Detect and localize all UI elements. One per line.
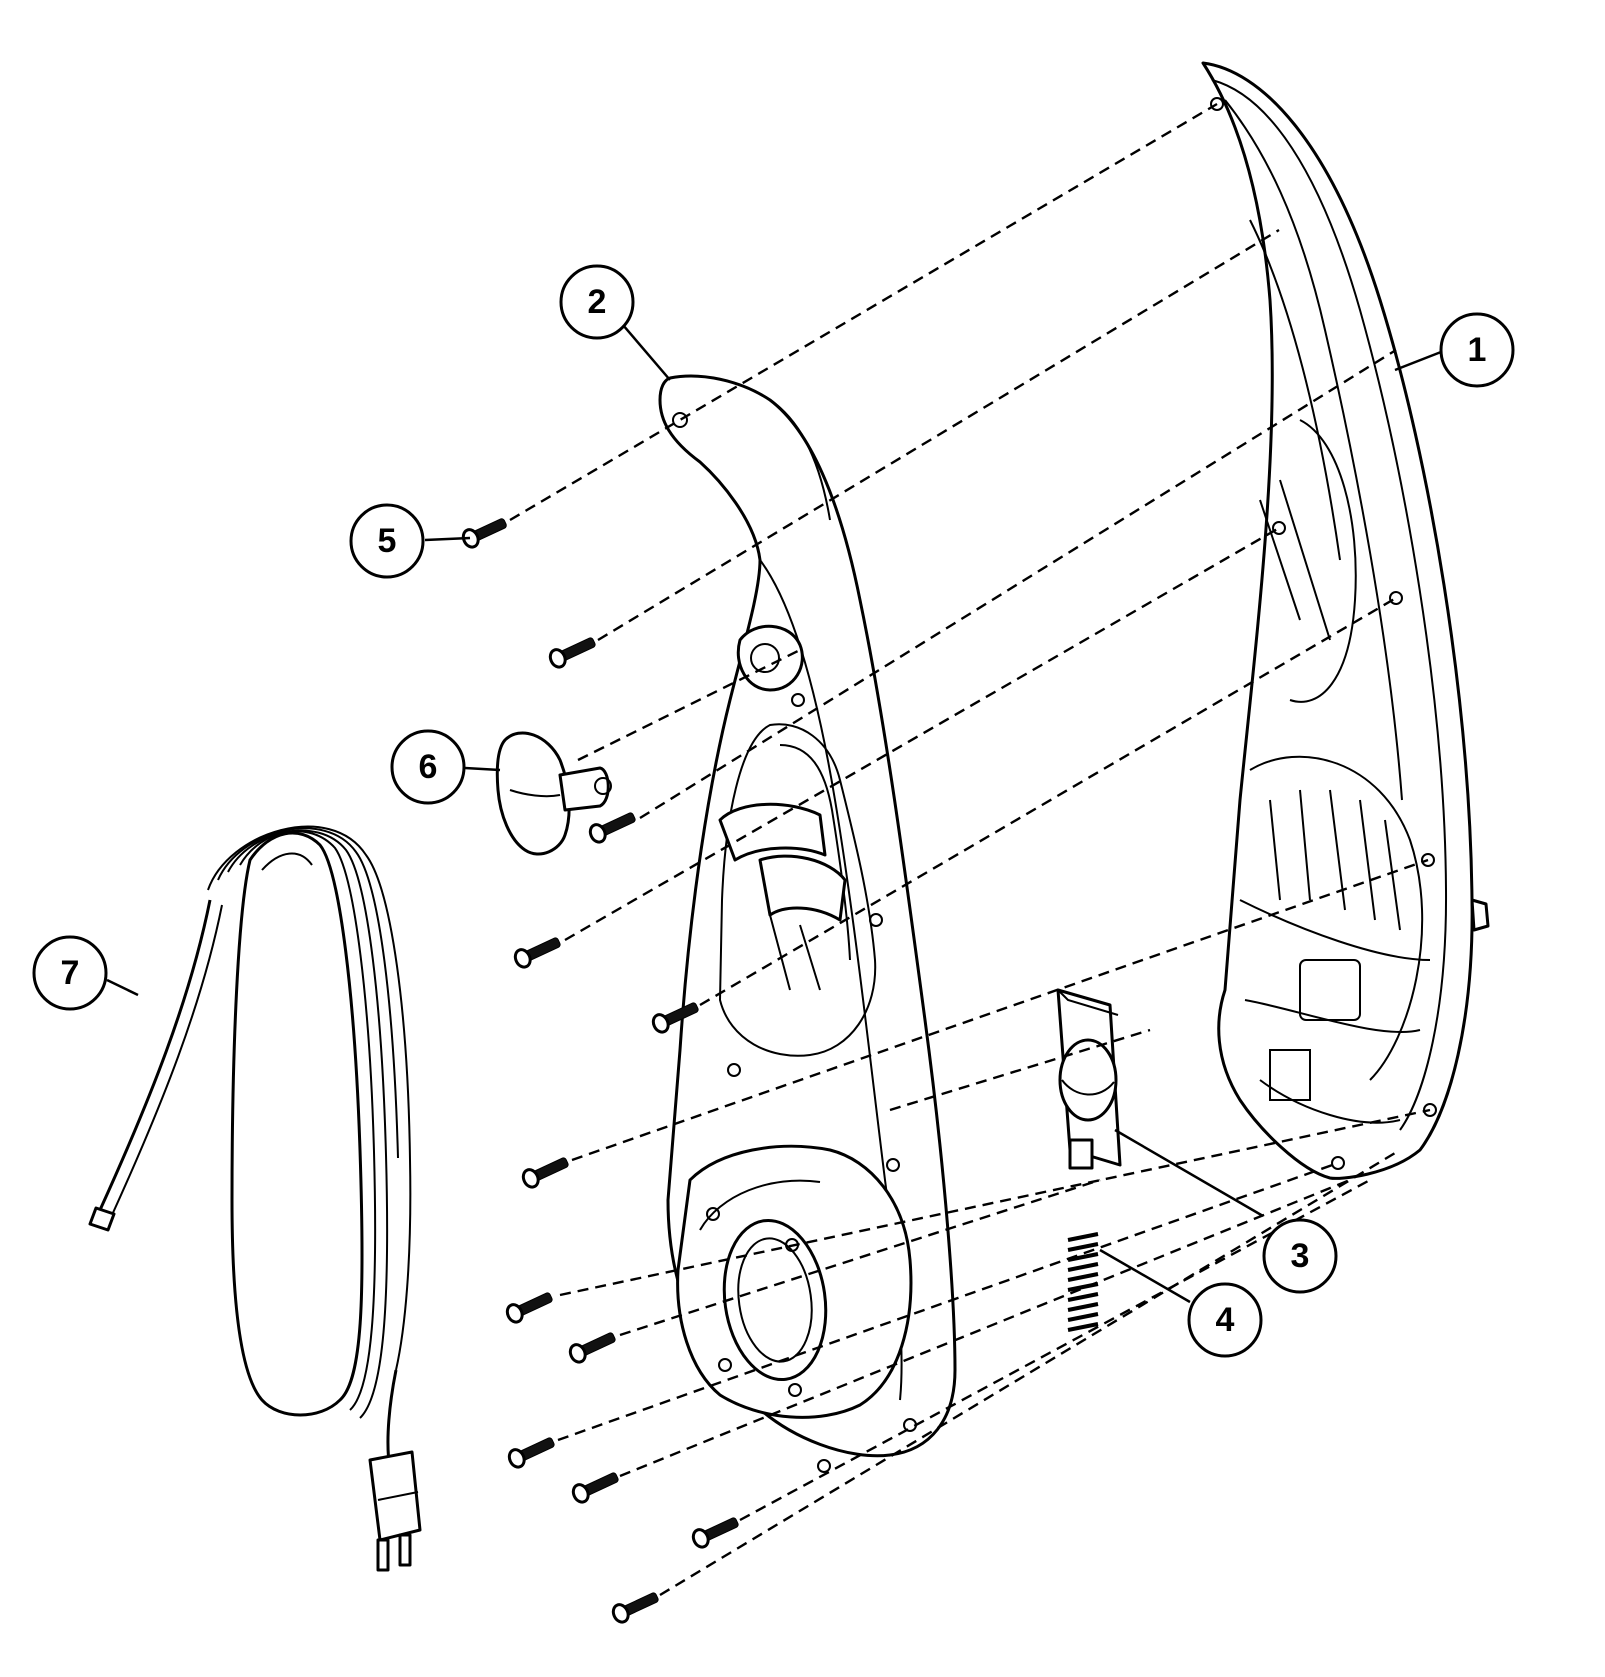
part-2-front-housing xyxy=(658,374,957,1473)
callout-4: 4 xyxy=(1187,1282,1263,1358)
callout-5: 5 xyxy=(349,503,425,579)
screw-a xyxy=(548,637,596,669)
screw-b xyxy=(588,812,636,844)
callout-1: 1 xyxy=(1439,312,1515,388)
part-3-slide-latch xyxy=(1056,988,1122,1170)
screw-f xyxy=(505,1292,553,1324)
screw-d xyxy=(651,1002,699,1034)
part-7-power-cord xyxy=(88,825,422,1572)
callout-7: 7 xyxy=(32,935,108,1011)
callout-1-label: 1 xyxy=(1468,331,1487,369)
screw-g xyxy=(568,1332,616,1364)
screws xyxy=(461,518,739,1624)
screw-c xyxy=(513,937,561,969)
screw-5 xyxy=(461,518,507,549)
callout-7-label: 7 xyxy=(61,954,80,992)
callout-3-label: 3 xyxy=(1291,1237,1310,1275)
callout-4-label: 4 xyxy=(1216,1301,1235,1339)
screw-e xyxy=(521,1157,569,1189)
callout-6-label: 6 xyxy=(419,748,438,786)
screw-j xyxy=(691,1517,739,1549)
callout-3: 3 xyxy=(1262,1218,1338,1294)
part-6-knob xyxy=(495,731,612,856)
leader-lines xyxy=(106,317,1442,1304)
screw-h xyxy=(507,1437,555,1469)
callout-5-label: 5 xyxy=(378,522,397,560)
callout-2: 2 xyxy=(559,264,635,340)
callout-2-label: 2 xyxy=(588,283,607,321)
part-1-rear-housing xyxy=(1201,61,1490,1180)
assembly-lines xyxy=(509,102,1431,1597)
screw-k xyxy=(611,1592,659,1624)
callout-6: 6 xyxy=(390,729,466,805)
part-4-spring xyxy=(1067,1232,1099,1332)
screw-i xyxy=(571,1472,619,1504)
